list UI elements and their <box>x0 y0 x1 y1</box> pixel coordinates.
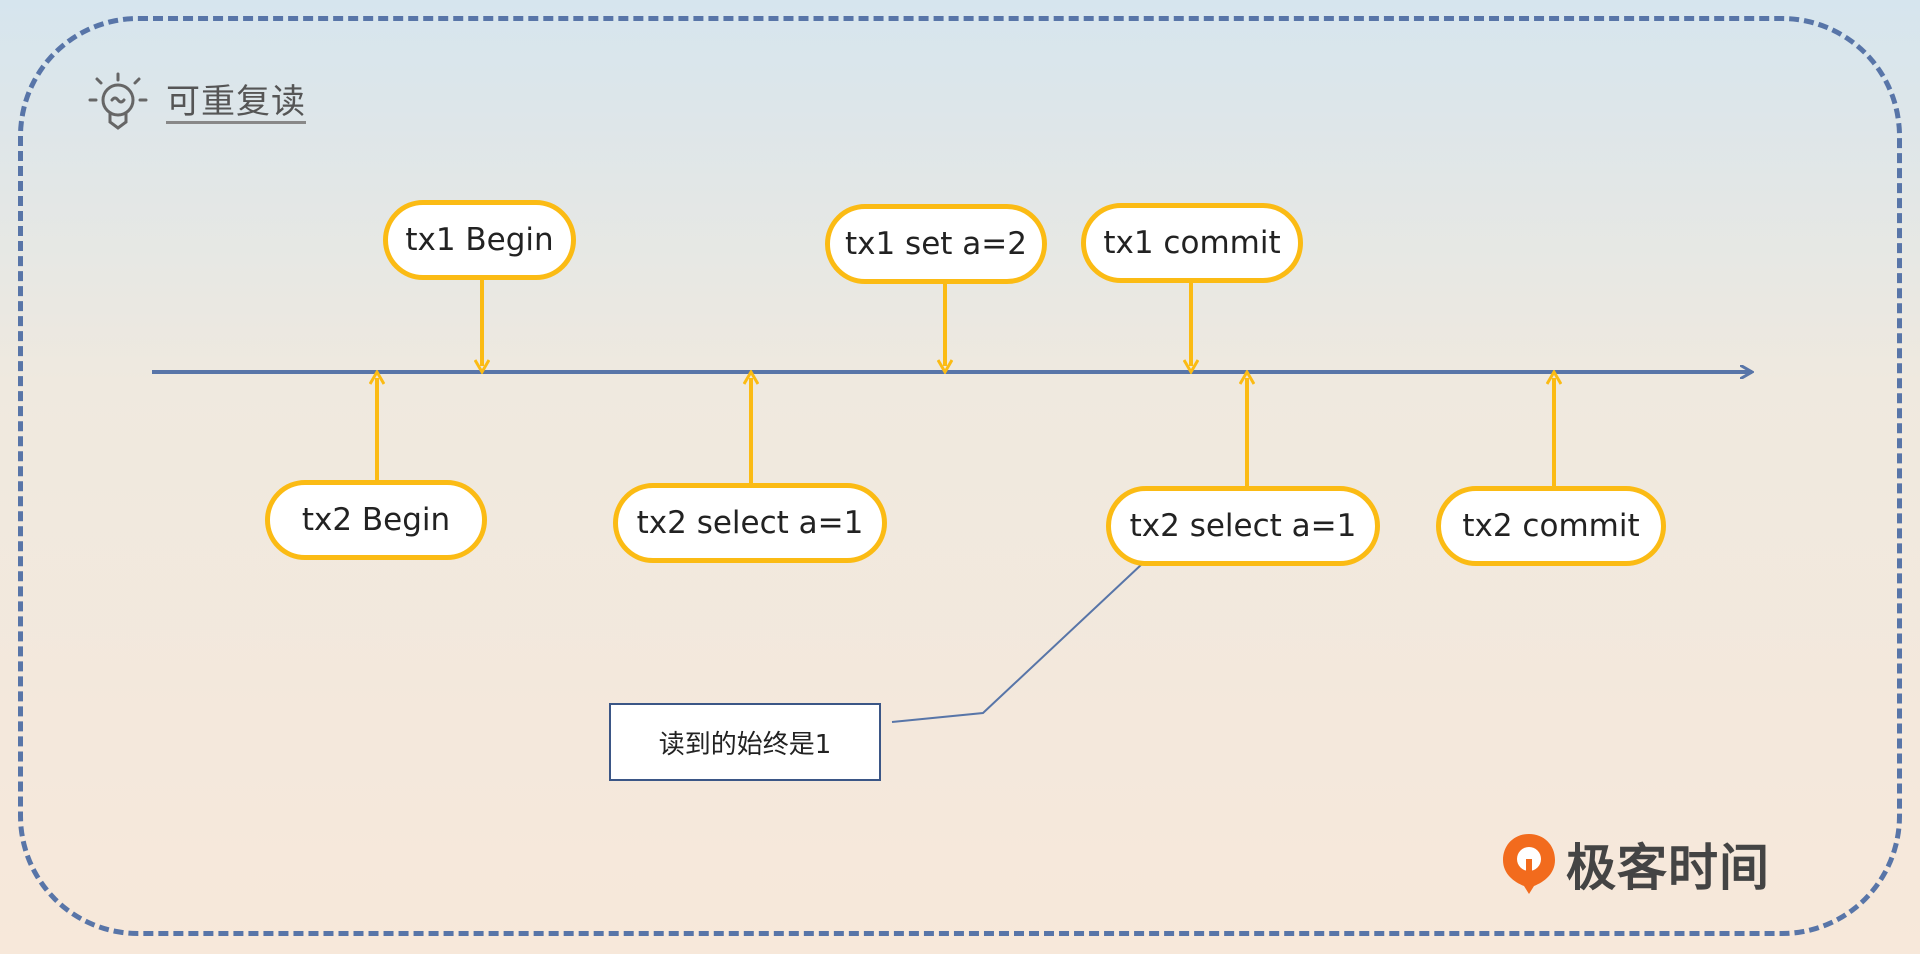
brand-pin-icon <box>1503 834 1555 894</box>
note-leader-line <box>891 563 1143 723</box>
brand-name: 极客时间 <box>1566 839 1770 897</box>
event-tx1-set: tx1 set a=2 <box>825 204 1047 284</box>
event-tx2-commit: tx2 commit <box>1436 486 1666 566</box>
event-tx2-select-1: tx2 select a=1 <box>613 483 887 563</box>
event-tx2-select-2: tx2 select a=1 <box>1106 486 1380 566</box>
event-tx2-begin: tx2 Begin <box>265 480 487 560</box>
page-title: 可重复读 <box>166 82 306 122</box>
note-callout: 读到的始终是1 <box>609 703 881 781</box>
event-tx1-begin: tx1 Begin <box>383 200 576 280</box>
lightbulb-icon <box>88 72 148 130</box>
brand-logo: 极客时间 <box>1500 828 1770 900</box>
dashed-frame <box>18 16 1902 936</box>
event-tx1-commit: tx1 commit <box>1081 203 1303 283</box>
